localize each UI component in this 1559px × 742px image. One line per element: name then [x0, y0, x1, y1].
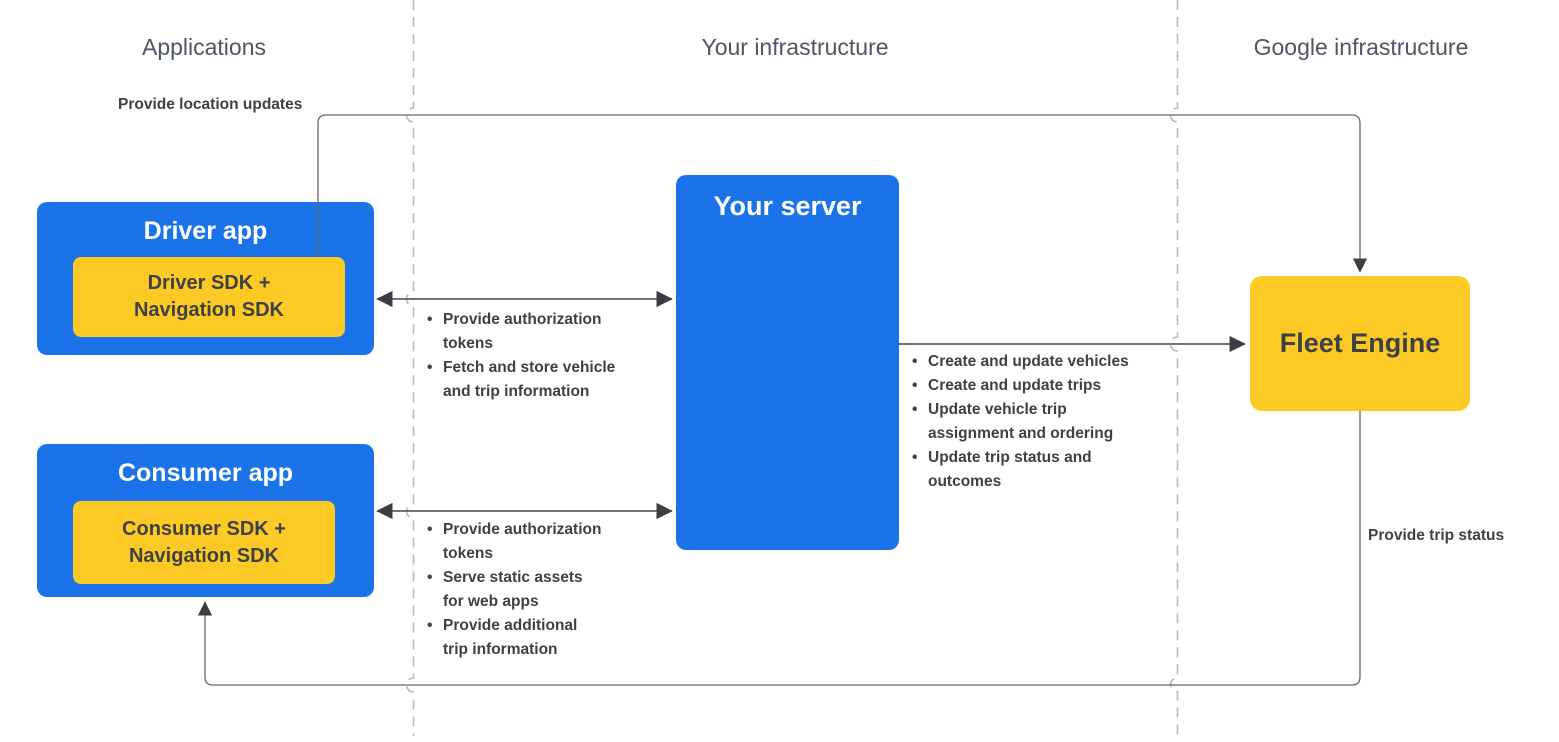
column-divider-left: [405, 0, 415, 736]
bullet-glyph: •: [427, 569, 433, 586]
bullet-glyph: •: [427, 359, 433, 376]
bullet-glyph: •: [912, 401, 918, 418]
bullet-glyph: •: [912, 377, 918, 394]
bullet-glyph: •: [427, 521, 433, 538]
driver-app-box: Driver app Driver SDK + Navigation SDK: [37, 202, 374, 355]
header-applications: Applications: [141, 34, 267, 60]
list-item: • Provide authorization tokens: [427, 518, 601, 566]
bullet-list-consumer-server: • Provide authorization tokens • Serve s…: [427, 518, 601, 662]
driver-sdk-box: Driver SDK + Navigation SDK: [73, 257, 345, 337]
bullet-glyph: •: [427, 617, 433, 634]
list-item: • Create and update vehicles: [912, 350, 1129, 374]
consumer-app-box: Consumer app Consumer SDK + Navigation S…: [37, 444, 374, 597]
driver-app-title: Driver app: [143, 217, 268, 245]
bullet-list-server-fleet: • Create and update vehicles • Create an…: [912, 350, 1129, 494]
fleet-engine-box: Fleet Engine: [1250, 276, 1470, 411]
bullet-list-driver-server: • Provide authorization tokens • Fetch a…: [427, 308, 615, 404]
header-google-infrastructure: Google infrastructure: [1253, 34, 1469, 60]
header-your-infrastructure: Your infrastructure: [701, 34, 889, 60]
list-item: • Provide additional trip information: [427, 614, 601, 662]
list-item: • Serve static assets for web apps: [427, 566, 601, 614]
your-server-title: Your server: [713, 191, 862, 221]
list-item: • Create and update trips: [912, 374, 1129, 398]
bullet-glyph: •: [427, 311, 433, 328]
consumer-app-title: Consumer app: [117, 459, 294, 487]
list-item: • Update vehicle trip assignment and ord…: [912, 398, 1129, 446]
list-item: • Provide authorization tokens: [427, 308, 615, 356]
bullet-glyph: •: [912, 353, 918, 370]
list-item: • Fetch and store vehicle and trip infor…: [427, 356, 615, 404]
label-provide-trip-status: Provide trip status: [1368, 527, 1505, 544]
column-divider-right: [1169, 0, 1179, 736]
your-server-box: Your server: [676, 175, 899, 550]
label-provide-location-updates: Provide location updates: [118, 96, 303, 113]
bullet-glyph: •: [912, 449, 918, 466]
list-item: • Update trip status and outcomes: [912, 446, 1129, 494]
consumer-sdk-box: Consumer SDK + Navigation SDK: [73, 501, 335, 584]
